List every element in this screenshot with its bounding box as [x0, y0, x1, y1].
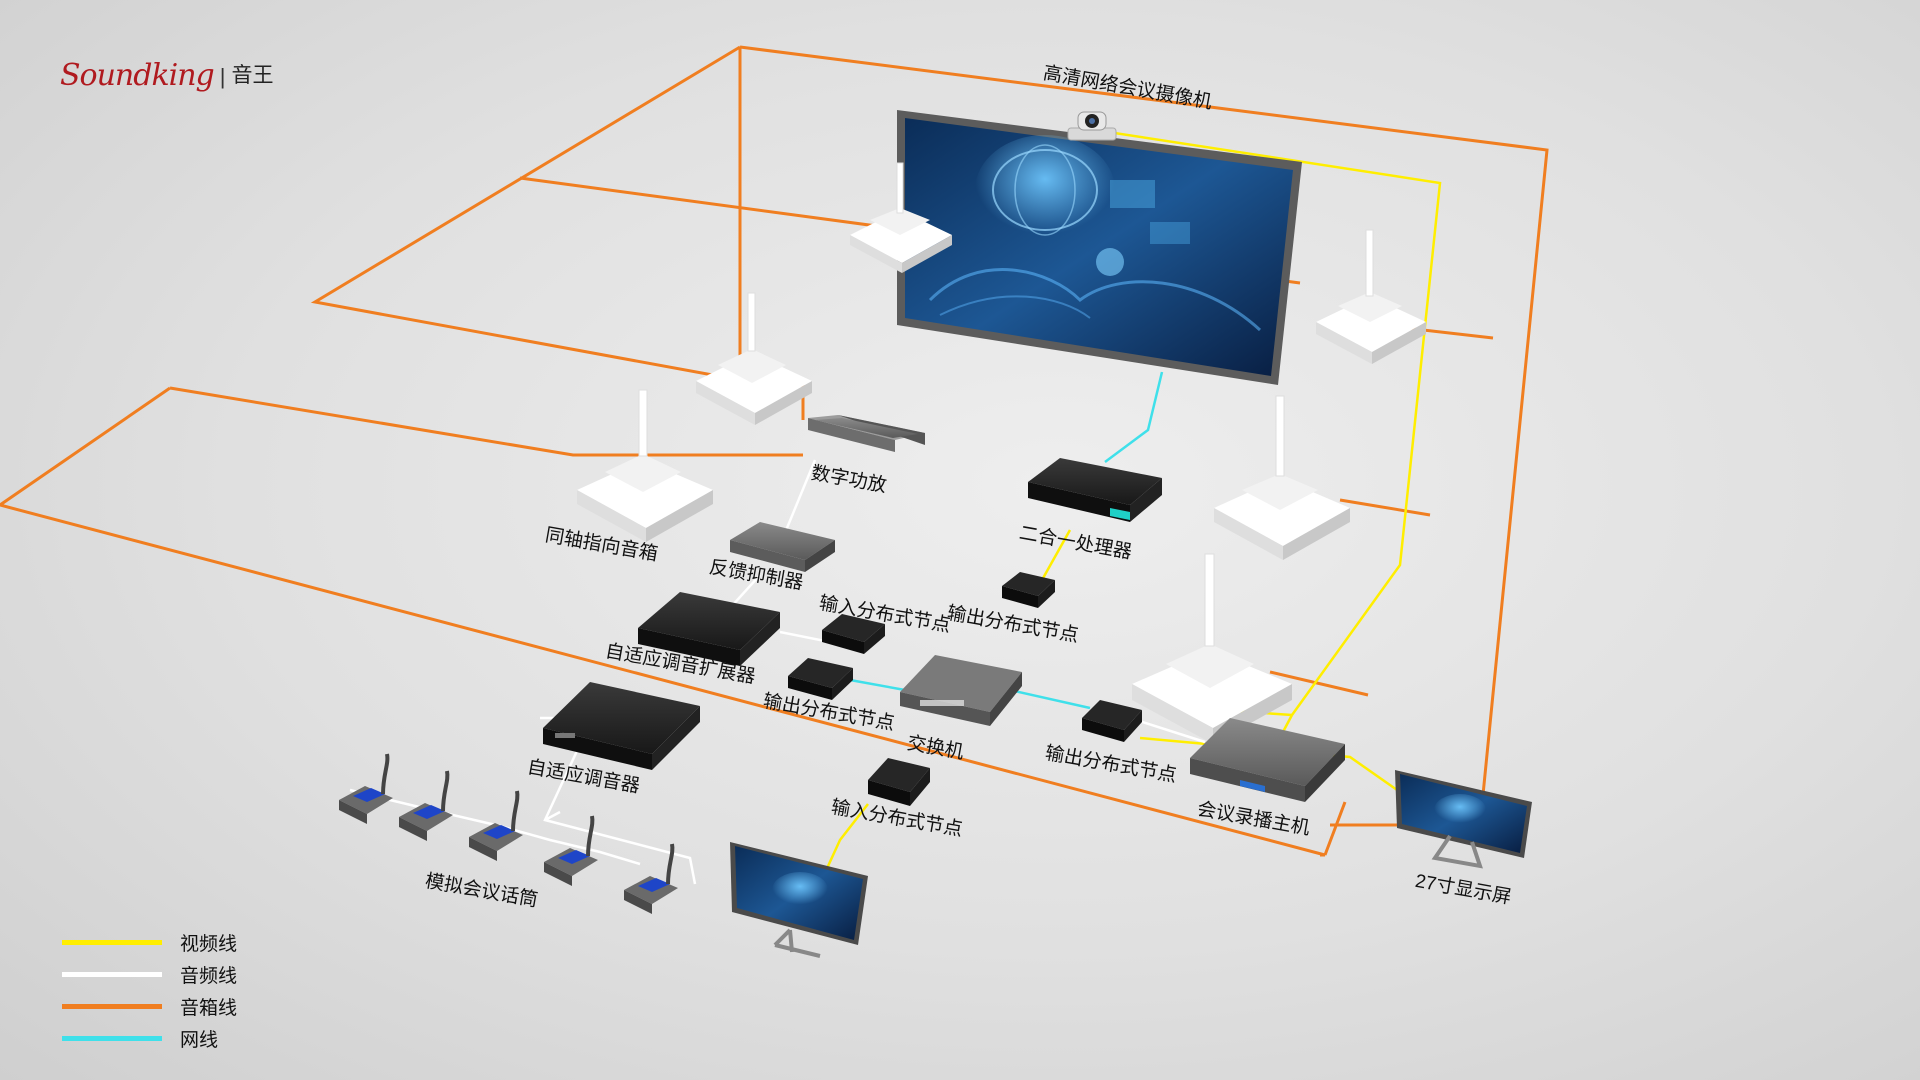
adaptive-mixer [543, 682, 700, 770]
distribution-node [788, 658, 853, 700]
distribution-node [868, 758, 930, 806]
logo-chinese-text: 音王 [231, 64, 274, 87]
microphone [469, 790, 523, 861]
logo-brand-text: Soundking [60, 58, 215, 93]
speaker-unit [850, 162, 952, 273]
network-switch [900, 655, 1022, 726]
legend-item-video: 视频线 [62, 926, 237, 958]
speaker-unit [696, 292, 812, 425]
legend-item-network: 网线 [62, 1022, 237, 1054]
microphone [624, 843, 678, 914]
monitor-27-inch [1395, 770, 1532, 869]
legend-swatch-speaker [62, 1003, 162, 1009]
distribution-node [1082, 700, 1142, 742]
distribution-node [822, 614, 885, 654]
legend-label-audio: 音频线 [180, 965, 238, 987]
microphone [544, 815, 598, 886]
speaker-unit [1316, 229, 1426, 364]
microphone [399, 770, 453, 841]
conference-microphones [339, 753, 678, 914]
distribution-nodes [788, 572, 1142, 806]
legend-label-video: 视频线 [180, 933, 238, 955]
speaker-unit [577, 389, 713, 542]
conference-camera [1067, 111, 1117, 141]
conference-recorder [1190, 718, 1345, 802]
legend-swatch-network [62, 1035, 162, 1041]
adaptive-mixer-expander [638, 592, 780, 666]
speaker-cables [0, 45, 1549, 857]
legend-item-speaker: 音箱线 [62, 990, 237, 1022]
distribution-node [1002, 572, 1055, 608]
brand-logo: Soundking | 音王 [60, 58, 273, 93]
speaker-unit [1214, 395, 1350, 560]
speaker-unit [1132, 553, 1292, 744]
microphone [339, 753, 393, 824]
legend-label-network: 网线 [180, 1029, 219, 1051]
feedback-suppressor [730, 522, 835, 572]
digital-amplifier [808, 415, 925, 452]
speaker-units [577, 162, 1426, 744]
legend-label-speaker: 音箱线 [180, 997, 238, 1019]
legend-swatch-video [62, 939, 162, 945]
logo-separator: | [219, 64, 226, 89]
legend-item-audio: 音频线 [62, 958, 237, 990]
main-display-screen [897, 110, 1302, 385]
network-cables [849, 371, 1164, 710]
two-in-one-processor [1028, 458, 1162, 522]
legend-swatch-audio [62, 971, 162, 977]
desk-monitor [730, 842, 868, 958]
cable-legend: 视频线 音频线 音箱线 网线 [62, 926, 237, 1054]
audio-cables [349, 459, 1206, 885]
